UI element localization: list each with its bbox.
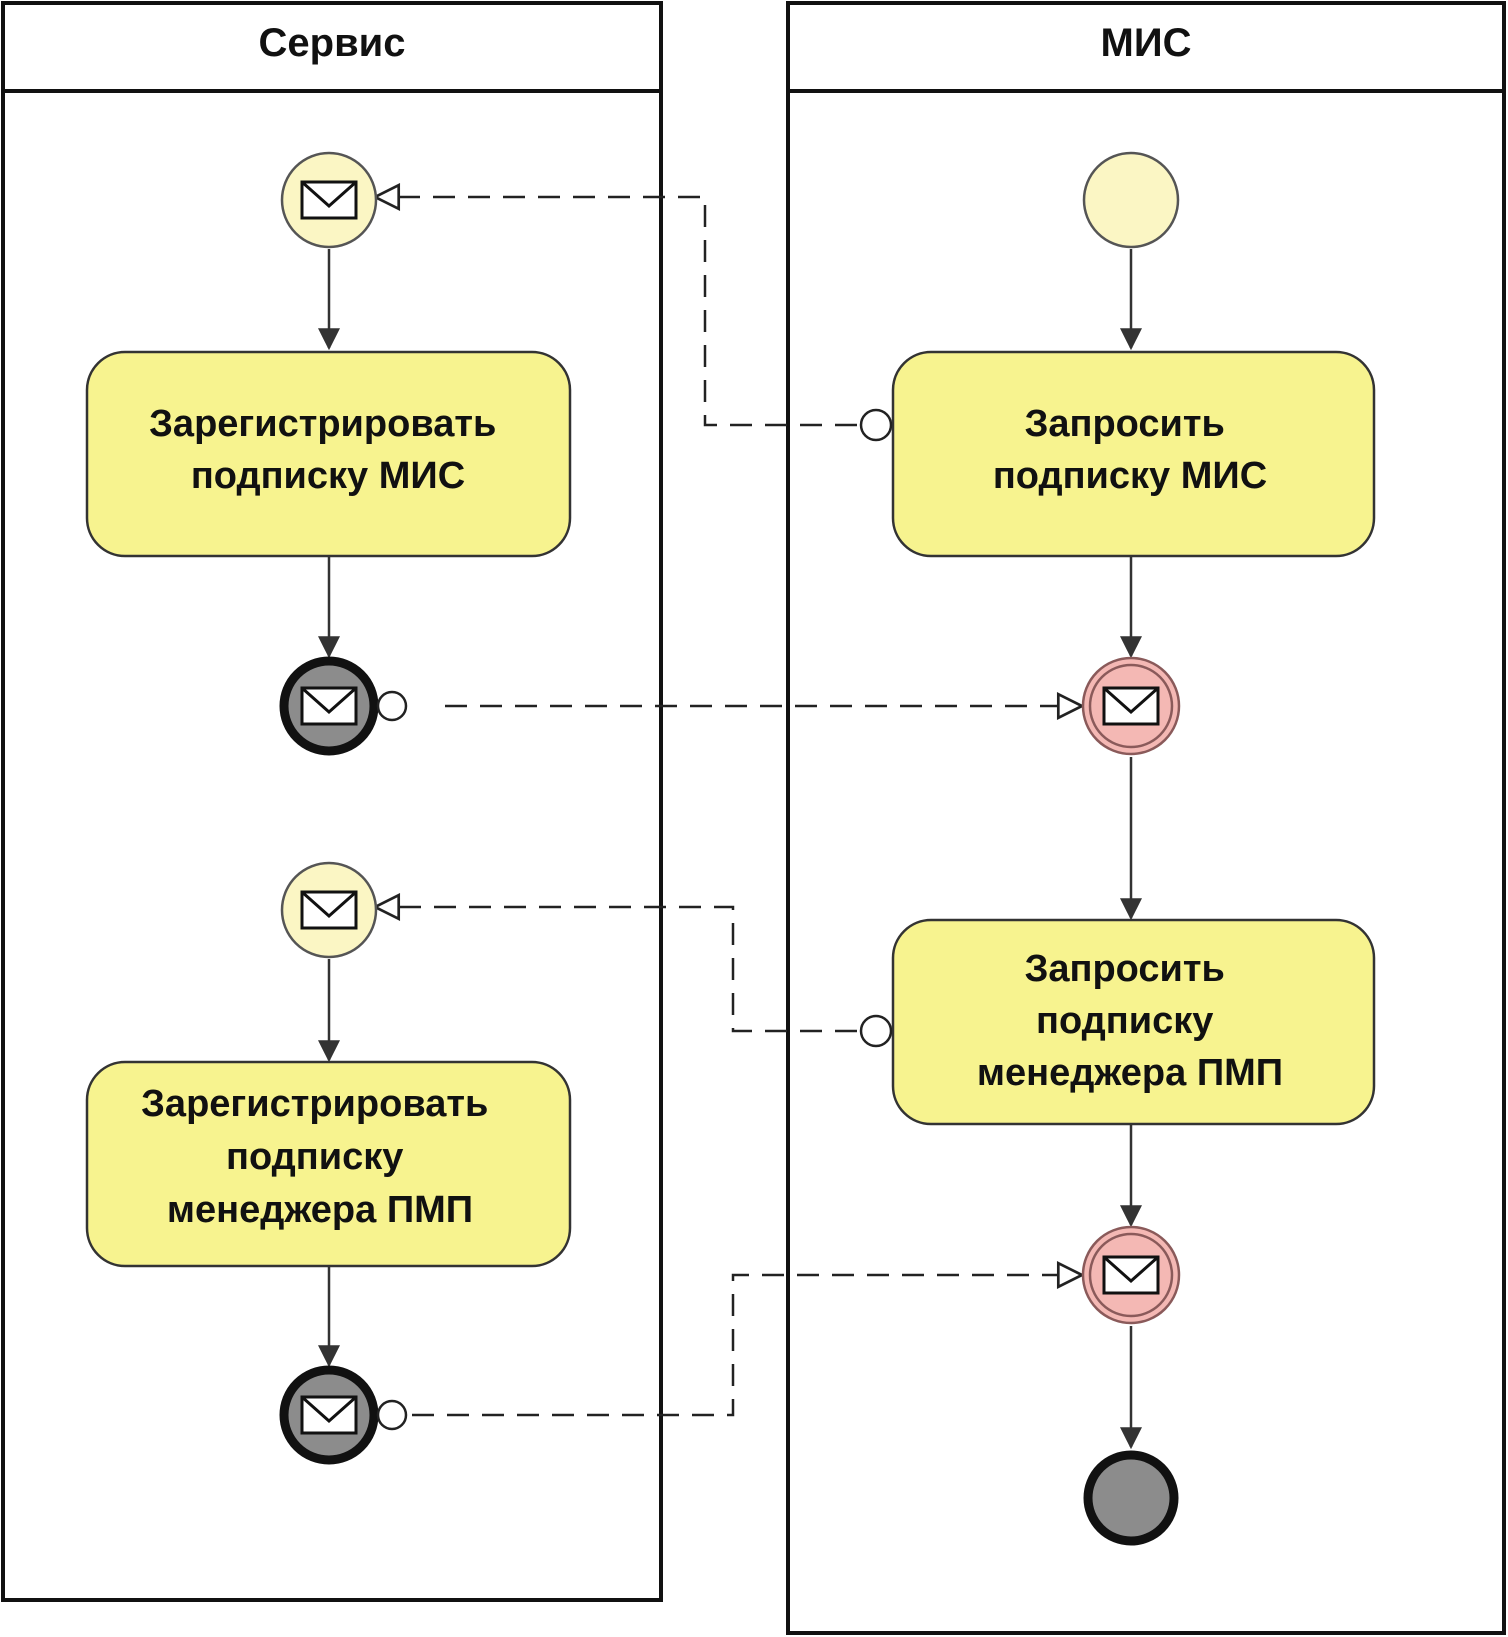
message-flow-source-dot bbox=[376, 690, 408, 722]
lane-service-title: Сервис bbox=[259, 21, 406, 65]
svg-text:Зарегистрировать подписк: Зарегистрировать подписку МИС bbox=[149, 403, 507, 497]
message-intermediate-event-2 bbox=[1081, 1225, 1181, 1325]
message-intermediate-event-1 bbox=[1081, 656, 1181, 756]
envelope-icon bbox=[300, 890, 358, 930]
message-end-event-2 bbox=[279, 1365, 408, 1465]
envelope-icon bbox=[1102, 686, 1160, 726]
envelope-icon bbox=[300, 1395, 358, 1435]
message-flow-source-dot bbox=[376, 1399, 408, 1431]
svg-text:Запросить подписку: Запросить подписку менеджера ПМП bbox=[977, 948, 1283, 1094]
task-line: Зарегистрировать bbox=[141, 1083, 488, 1125]
message-end-event-1 bbox=[279, 656, 408, 756]
task-register-mis-subscription: Зарегистрировать подписку МИС bbox=[85, 350, 572, 558]
task-line: Запросить bbox=[1025, 403, 1225, 445]
lane-mis-title: МИС bbox=[1101, 21, 1192, 65]
task-line: Запросить bbox=[1025, 948, 1225, 990]
sequence-flows bbox=[318, 249, 1142, 1450]
message-flow-register-pmp-reply bbox=[412, 1275, 1082, 1417]
lane-service: Сервис bbox=[1, 1, 663, 1602]
lane-mis: МИС bbox=[786, 1, 1506, 1635]
envelope-icon bbox=[300, 180, 358, 220]
task-line: менеджера ПМП bbox=[977, 1052, 1283, 1094]
task-line: менеджера ПМП bbox=[167, 1189, 473, 1231]
task-request-mis-subscription: Запросить подписку МИС bbox=[859, 350, 1376, 558]
envelope-icon bbox=[1102, 1255, 1160, 1295]
message-flow-source-dot bbox=[859, 1014, 893, 1048]
message-flow-request-mis bbox=[375, 197, 857, 427]
envelope-icon bbox=[300, 686, 358, 726]
message-start-event-2 bbox=[280, 861, 378, 959]
task-line: подписку МИС bbox=[191, 455, 465, 497]
message-flows bbox=[375, 197, 1082, 1417]
task-request-pmp-subscription: Запросить подписку менеджера ПМП bbox=[859, 918, 1376, 1126]
message-flow-request-pmp bbox=[375, 907, 857, 1033]
task-line: подписку bbox=[226, 1136, 403, 1178]
end-event bbox=[1083, 1450, 1179, 1546]
task-register-pmp-subscription: Зарегистрировать подписку менеджера ПМП bbox=[85, 1060, 572, 1268]
svg-text:Запросить подписку МИС: Запросить подписку МИС bbox=[993, 403, 1267, 497]
message-flow-source-dot bbox=[859, 408, 893, 442]
message-start-event-1 bbox=[280, 151, 378, 249]
task-line: подписку МИС bbox=[993, 455, 1267, 497]
task-line: Зарегистрировать bbox=[149, 403, 496, 445]
task-line: подписку bbox=[1036, 1000, 1213, 1042]
start-event bbox=[1082, 151, 1180, 249]
svg-text:Зарегистрировать подписк: Зарегистрировать подписку менеджера ПМП bbox=[141, 1083, 499, 1231]
